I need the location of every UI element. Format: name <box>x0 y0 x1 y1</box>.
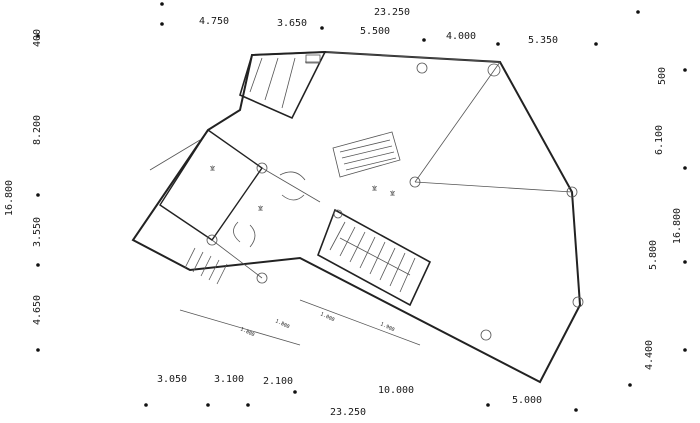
small-dim-3: 1.000 <box>319 311 335 323</box>
room-label-3: 室 <box>372 185 377 192</box>
grid-dots <box>36 2 687 412</box>
notes-box <box>332 131 401 178</box>
building-outline <box>131 50 582 384</box>
right-dimension-4: 4.400 <box>644 340 655 370</box>
columns <box>206 62 584 341</box>
left-dimension-1: 400 <box>32 29 43 47</box>
bottom-dimension-1: 3.050 <box>157 374 187 385</box>
small-dim-4: 1.900 <box>379 321 395 333</box>
bottom-dimension-2: 3.100 <box>214 374 244 385</box>
toilet-block <box>239 51 327 120</box>
right-dimension-1: 500 <box>657 67 668 85</box>
left-dimension-3: 3.550 <box>32 217 43 247</box>
staircase <box>317 208 432 307</box>
interior-dimension-lines <box>179 299 421 346</box>
top-dimension-5: 5.350 <box>528 35 558 46</box>
core-area <box>149 129 321 279</box>
bottom-dimension-4: 10.000 <box>378 385 414 396</box>
bottom-total-dimension: 23.250 <box>330 407 366 418</box>
small-dim-1: 1.800 <box>239 326 255 338</box>
room-label-4: 室 <box>390 190 395 197</box>
top-total-dimension: 23.250 <box>374 7 410 18</box>
left-dimension-2: 8.200 <box>32 115 43 145</box>
top-dimension-1: 4.750 <box>199 16 229 27</box>
right-total-dimension: 16.800 <box>672 208 683 244</box>
right-dimension-3: 5.800 <box>648 240 659 270</box>
small-dim-2: 1.800 <box>274 318 290 330</box>
room-label-2: 室 <box>258 205 263 212</box>
room-label-1: 室 <box>210 165 215 172</box>
left-total-dimension: 16.800 <box>4 180 15 216</box>
bottom-dimension-3: 2.100 <box>263 376 293 387</box>
top-dimension-4: 4.000 <box>446 31 476 42</box>
right-dimension-2: 6.100 <box>654 125 665 155</box>
bottom-dimension-5: 5.000 <box>512 395 542 406</box>
top-dimension-3: 5.500 <box>360 26 390 37</box>
top-dimension-2: 3.650 <box>277 18 307 29</box>
left-dimension-4: 4.650 <box>32 295 43 325</box>
entrance-steps <box>184 247 228 285</box>
